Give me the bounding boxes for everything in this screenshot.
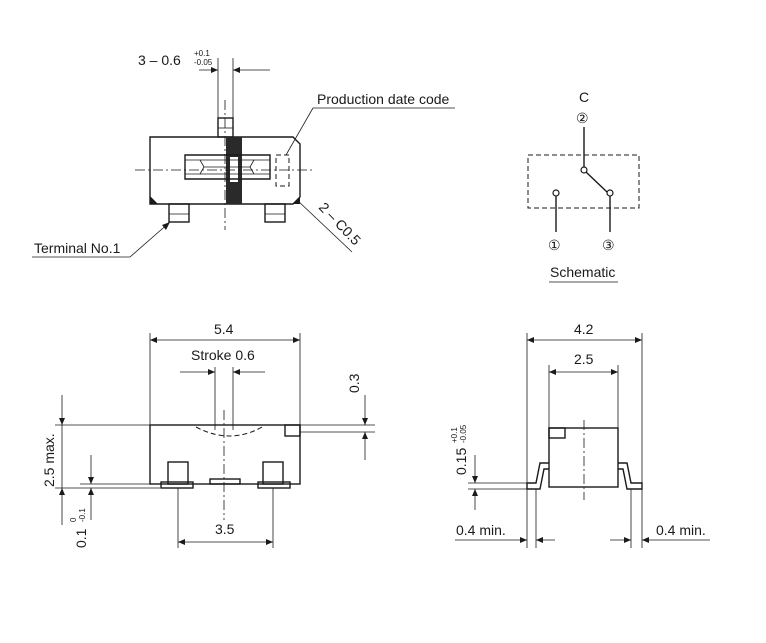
offset-top-label: 0.3 — [346, 373, 362, 393]
schematic-pin-3: ③ — [602, 237, 615, 253]
side-view: 4.2 2.5 0.15 +0.1 -0.05 0.4 min. — [450, 321, 710, 548]
stroke-label: Stroke 0.6 — [191, 347, 255, 363]
bottom-left-terminal — [168, 203, 190, 223]
lead-min-right-label: 0.4 min. — [656, 522, 706, 538]
terminal-width-label: 3 – 0.6 — [138, 52, 181, 68]
standoff-tol-up: 0 — [69, 517, 78, 522]
schematic-box — [527, 154, 640, 209]
lead-thickness-label: 0.15 — [453, 448, 469, 475]
terminal-no1-label: Terminal No.1 — [34, 240, 121, 256]
standoff-tol-down: -0.1 — [78, 508, 87, 522]
terminal-width-tol-down: -0.05 — [194, 58, 213, 67]
standoff-label: 0.1 — [73, 528, 89, 548]
lead-min-left-label: 0.4 min. — [456, 522, 506, 538]
lead-thickness-tol-up: +0.1 — [450, 427, 459, 443]
top-view: 3 – 0.6 +0.1 -0.05 Production date code — [32, 49, 455, 258]
length-label: 5.4 — [214, 321, 234, 337]
terminal-width-tol-up: +0.1 — [194, 49, 210, 58]
front-view: 5.4 Stroke 0.6 0.3 — [41, 321, 375, 548]
schematic: C ② ① ③ Schematic — [527, 89, 640, 283]
width-label: 4.2 — [574, 321, 594, 337]
lead-thickness-tol-down: -0.05 — [459, 424, 468, 443]
top-terminal — [217, 117, 234, 138]
schematic-pin-common: ② — [576, 110, 589, 126]
slider — [184, 154, 271, 180]
production-date-code-label: Production date code — [317, 91, 450, 107]
schematic-common-label: C — [579, 89, 589, 105]
front-view-body — [149, 424, 301, 485]
schematic-pin-1: ① — [548, 237, 561, 253]
schematic-title: Schematic — [550, 264, 615, 280]
body-width-label: 2.5 — [574, 351, 594, 367]
side-view-body — [548, 427, 619, 488]
date-code-box — [275, 154, 290, 187]
bottom-right-terminal — [264, 203, 286, 223]
pitch-label: 3.5 — [215, 521, 235, 537]
height-max-label: 2.5 max. — [41, 433, 57, 487]
